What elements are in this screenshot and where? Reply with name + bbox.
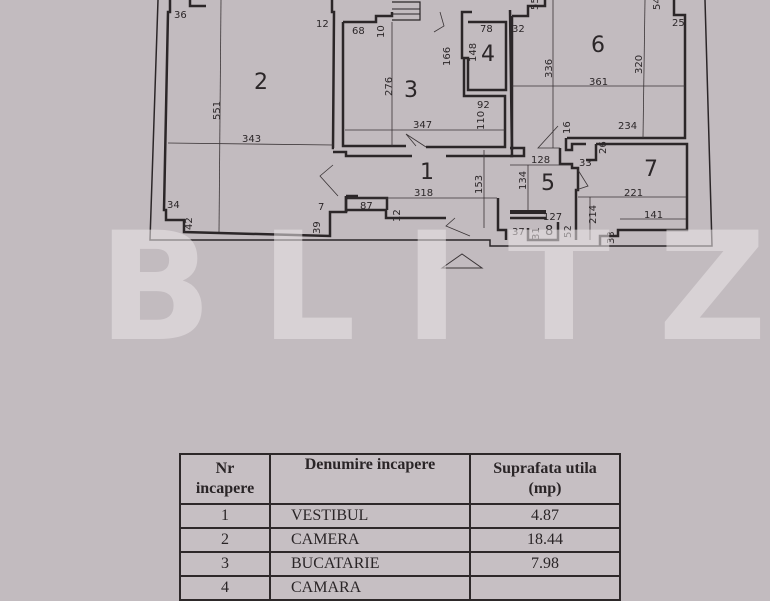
- table-row: 3 BUCATARIE 7.98: [179, 551, 621, 577]
- dim-label: 343: [242, 134, 262, 145]
- table-row: 1 VESTIBUL 4.87: [179, 503, 621, 529]
- room-number-cell: 4: [179, 575, 271, 601]
- room-name-cell: CAMERA: [269, 527, 471, 553]
- room-number-8: 8: [545, 224, 554, 239]
- dim-label: 551: [212, 100, 223, 120]
- dim-label: 148: [468, 42, 479, 62]
- dim-label: 361: [589, 77, 609, 88]
- table-row: 4 CAMARA: [179, 575, 621, 601]
- dim-label: 12: [316, 19, 329, 30]
- dim-label: 141: [644, 210, 664, 221]
- room-area-cell: 18.44: [469, 527, 621, 553]
- room-number-5: 5: [541, 171, 555, 196]
- dim-label: 134: [518, 170, 529, 190]
- room-name-cell: CAMARA: [269, 575, 471, 601]
- dim-label: 32: [512, 24, 525, 35]
- dim-label: 68: [352, 26, 365, 37]
- dim-label: 166: [442, 46, 453, 66]
- dim-label: 36: [174, 10, 187, 21]
- room-number-6: 6: [591, 33, 605, 58]
- dim-label: 52: [563, 225, 574, 238]
- dim-label: 214: [588, 204, 599, 224]
- dim-label: 55: [530, 0, 541, 10]
- room-area-cell: 4.87: [469, 503, 621, 529]
- room-number-4: 4: [481, 42, 495, 67]
- dim-label: 25: [672, 18, 685, 29]
- room-area-table: Nr incapere Denumire incapere Suprafata …: [179, 453, 621, 601]
- dim-label: 31: [531, 227, 542, 240]
- dim-label: 12: [392, 209, 403, 222]
- room-name-cell: VESTIBUL: [269, 503, 471, 529]
- room-number-1: 1: [420, 160, 434, 185]
- header-room-number: Nr incapere: [179, 453, 271, 505]
- header-usable-area: Suprafata utila (mp): [469, 453, 621, 505]
- dim-label: 87: [360, 201, 373, 212]
- dim-label: 7: [318, 202, 325, 213]
- room-area-cell: 7.98: [469, 551, 621, 577]
- dim-label: 33: [606, 231, 617, 244]
- dim-label: 336: [544, 58, 555, 78]
- dim-label: 26: [598, 141, 609, 154]
- floor-plan-walls: [149, 0, 713, 269]
- dim-label: 92: [477, 100, 490, 111]
- dim-label: 42: [184, 217, 195, 230]
- dim-label: 318: [414, 188, 434, 199]
- floor-plan: 2 3 4 6 1 5 7 8 36 12 551 343 34 42 7 39…: [0, 0, 770, 280]
- dim-label: 10: [376, 25, 387, 38]
- dim-label: 320: [634, 54, 645, 74]
- dim-label: 221: [624, 188, 644, 199]
- dim-label: 39: [312, 221, 323, 234]
- dim-label: 33: [579, 158, 592, 169]
- room-number-cell: 3: [179, 551, 271, 577]
- room-number-2: 2: [254, 70, 268, 95]
- dim-label: 78: [480, 24, 493, 35]
- dim-label: 234: [618, 121, 638, 132]
- dim-label: 128: [531, 155, 551, 166]
- room-area-cell: [469, 575, 621, 601]
- room-number-3: 3: [404, 78, 418, 103]
- dim-label: 127: [543, 212, 563, 223]
- table-row: 2 CAMERA 18.44: [179, 527, 621, 553]
- room-number-cell: 1: [179, 503, 271, 529]
- dim-label: 276: [384, 76, 395, 96]
- table-header-row: Nr incapere Denumire incapere Suprafata …: [179, 453, 621, 505]
- dim-label: 347: [413, 120, 433, 131]
- dim-label: 34: [167, 200, 180, 211]
- dim-label: 110: [476, 110, 487, 130]
- dim-label: 153: [474, 174, 485, 194]
- dim-label: 54: [652, 0, 663, 10]
- room-number-cell: 2: [179, 527, 271, 553]
- room-name-cell: BUCATARIE: [269, 551, 471, 577]
- room-number-7: 7: [644, 157, 658, 182]
- dim-label: 16: [562, 121, 573, 134]
- dim-label: 37: [512, 227, 525, 238]
- header-room-name: Denumire incapere: [269, 453, 471, 505]
